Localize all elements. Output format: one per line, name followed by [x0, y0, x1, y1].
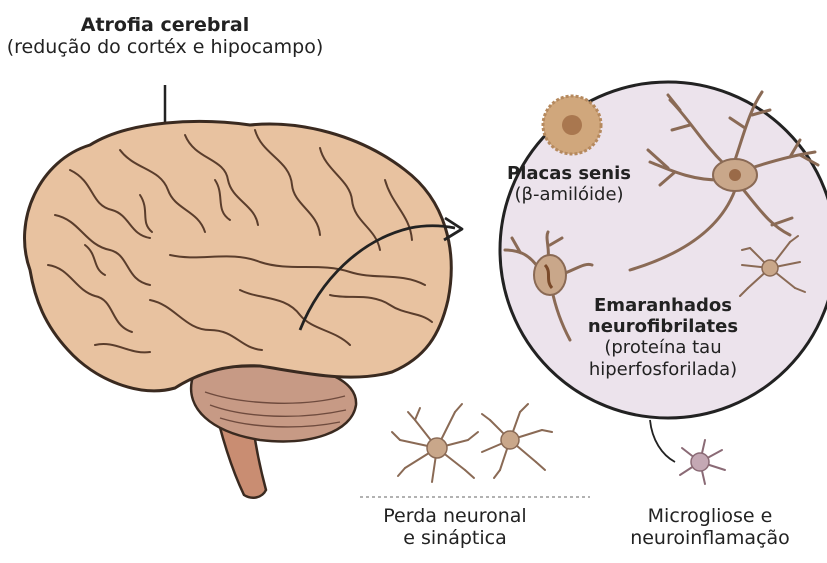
loss-line-1: Perda neuronal	[350, 505, 560, 527]
lost-neuron-1-body	[427, 438, 447, 458]
large-neuron-nucleus	[729, 169, 741, 181]
tangles-sub-1: (proteína tau	[563, 337, 763, 358]
plaque-core	[562, 115, 582, 135]
micro-line-2: neuroinflamação	[600, 527, 820, 549]
plaques-subtitle: (β-amilóide)	[488, 184, 650, 205]
loss-line-2: e sináptica	[350, 527, 560, 549]
tangle-neuron-body	[534, 255, 566, 295]
microglia-body	[691, 453, 709, 471]
tangles-title-2: neurofibrilates	[563, 316, 763, 337]
tangles-label: Emaranhados neurofibrilates (proteína ta…	[563, 295, 763, 380]
lost-neuron-2-body	[501, 431, 519, 449]
plaques-title: Placas senis	[488, 163, 650, 184]
tangles-sub-2: hiperfosforilada)	[563, 359, 763, 380]
tangles-title-1: Emaranhados	[563, 295, 763, 316]
plaques-label: Placas senis (β-amilóide)	[488, 163, 650, 205]
small-neuron-body	[762, 260, 778, 276]
microglia-pointer	[650, 420, 675, 462]
atrophy-label: Atrofia cerebral (redução do cortéx e hi…	[0, 14, 330, 59]
micro-line-1: Microgliose e	[600, 505, 820, 527]
neuron-loss-label: Perda neuronal e sináptica	[350, 505, 560, 550]
atrophy-subtitle: (redução do cortéx e hipocampo)	[0, 36, 330, 58]
microgliosis-label: Microgliose e neuroinflamação	[600, 505, 820, 550]
atrophy-title: Atrofia cerebral	[0, 14, 330, 36]
